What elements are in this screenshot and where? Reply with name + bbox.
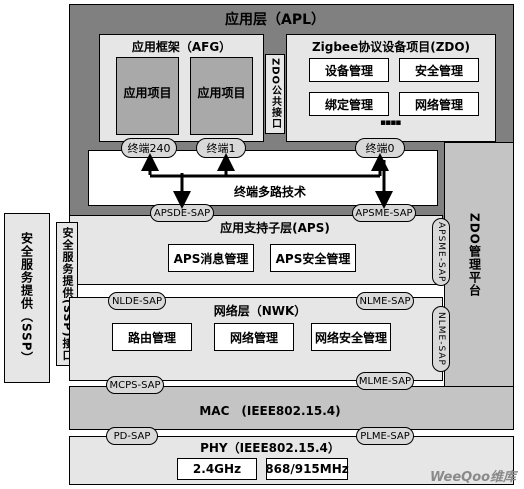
zdo-public-interface: ZDO公共接口	[265, 54, 285, 134]
security-management-box: 安全管理	[399, 58, 479, 82]
mcps-sap: MCPS-SAP	[106, 376, 164, 394]
band-24ghz-box: 2.4GHz	[177, 458, 257, 480]
mlme-sap: MLME-SAP	[356, 372, 414, 390]
plme-sap: PLME-SAP	[356, 427, 414, 445]
network-management-box: 网络管理	[399, 92, 479, 116]
band-868-915-box: 868/915MHz	[265, 458, 349, 480]
network-security-box: 网络安全管理	[311, 323, 391, 351]
device-management-box: 设备管理	[309, 58, 389, 82]
routing-management-box: 路由管理	[112, 323, 192, 351]
app-object-1-label: 应用项目	[123, 86, 172, 100]
mac-title: MAC (IEEE802.15.4)	[199, 404, 341, 418]
mux-label: 终端多路技术	[233, 185, 306, 199]
ssp-block	[4, 213, 50, 383]
aps-title: 应用支持子层(APS)	[220, 221, 330, 235]
nwk-title: 网络层（NWK）	[213, 304, 307, 318]
aps-security-box: APS安全管理	[270, 244, 356, 272]
app-object-2	[190, 57, 253, 135]
nlme-sap: NLME-SAP	[356, 292, 414, 310]
watermark: WeeQoo维库	[430, 470, 517, 485]
afg-title: 应用框架（AFG）	[131, 40, 232, 54]
zdo-platform-label: ZDO管理平台	[467, 213, 482, 297]
app-object-2-label: 应用项目	[197, 86, 246, 100]
endpoint-1: 终端1	[196, 138, 246, 158]
nlde-sap: NLDE-SAP	[108, 292, 166, 310]
endpoint-0: 终端0	[355, 138, 405, 158]
zdo-title: Zigbee协议设备项目(ZDO)	[311, 40, 471, 54]
zdo-frame	[286, 34, 496, 142]
pd-sap: PD-SAP	[106, 427, 158, 445]
apsme-sap: APSME-SAP	[352, 204, 416, 222]
apsde-sap: APSDE-SAP	[150, 204, 214, 222]
ssp-label: 安全服务提供（SSP）	[19, 231, 34, 365]
zdo-management-platform	[444, 142, 514, 396]
more-dots: ▪▪▪▪	[380, 118, 401, 128]
app-object-1	[116, 57, 179, 135]
nwk-network-management-box: 网络管理	[214, 323, 294, 351]
apsme-sap-side: APSME-SAP	[432, 218, 450, 286]
endpoint-240: 终端240	[121, 138, 177, 158]
nlme-sap-side: NLME-SAP	[432, 306, 450, 372]
binding-management-box: 绑定管理	[309, 92, 389, 116]
apl-title: 应用层（APL）	[224, 12, 326, 28]
phy-title: PHY（IEEE802.15.4）	[200, 441, 340, 455]
aps-message-box: APS消息管理	[168, 244, 254, 272]
